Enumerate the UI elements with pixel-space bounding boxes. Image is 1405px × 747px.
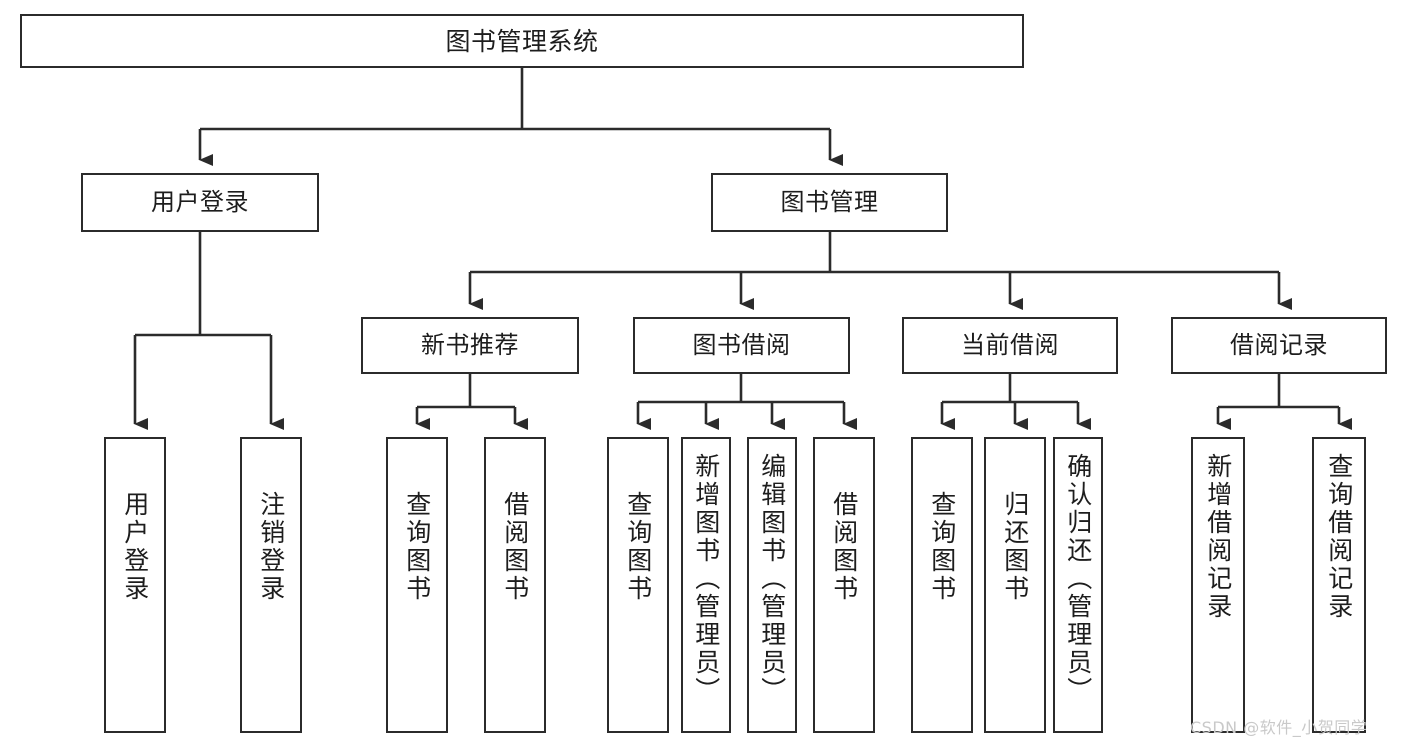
csdn-watermark: CSDN @软件_小贺同学 [1190, 718, 1368, 737]
node-book-borrow[interactable]: 图书借阅 [633, 317, 850, 374]
node-root-label: 图书管理系统 [445, 26, 599, 56]
leaf-query-book-current[interactable]: 查询图书 [911, 437, 973, 733]
leaf-query-book-current-label: 查询图书 [927, 491, 957, 603]
node-root[interactable]: 图书管理系统 [20, 14, 1024, 68]
node-book-management[interactable]: 图书管理 [711, 173, 948, 232]
leaf-user-logout[interactable]: 注销登录 [240, 437, 302, 733]
leaf-borrow-book[interactable]: 借阅图书 [813, 437, 875, 733]
leaf-user-login[interactable]: 用户登录 [104, 437, 166, 733]
leaf-query-borrow-record-label: 查询借阅记录 [1324, 453, 1354, 621]
node-book-management-label: 图书管理 [780, 187, 879, 216]
leaf-query-book-recommend[interactable]: 查询图书 [386, 437, 448, 733]
node-user-login-label: 用户登录 [151, 187, 249, 216]
node-new-book-recommend-label: 新书推荐 [421, 330, 519, 359]
leaf-add-borrow-record-label: 新增借阅记录 [1203, 453, 1233, 621]
leaf-add-borrow-record[interactable]: 新增借阅记录 [1191, 437, 1245, 733]
leaf-user-logout-label: 注销登录 [256, 491, 286, 603]
leaf-edit-book-admin[interactable]: 编辑图书（管理员） [747, 437, 797, 733]
leaf-borrow-book-recommend-label: 借阅图书 [500, 491, 530, 603]
leaf-query-book-label: 查询图书 [623, 491, 653, 603]
leaf-borrow-book-label: 借阅图书 [829, 491, 859, 603]
node-borrow-record[interactable]: 借阅记录 [1171, 317, 1387, 374]
leaf-return-book[interactable]: 归还图书 [984, 437, 1046, 733]
node-new-book-recommend[interactable]: 新书推荐 [361, 317, 579, 374]
node-user-login[interactable]: 用户登录 [81, 173, 319, 232]
node-borrow-record-label: 借阅记录 [1230, 330, 1328, 359]
leaf-confirm-return-admin-label: 确认归还（管理员） [1063, 453, 1093, 705]
leaf-query-borrow-record[interactable]: 查询借阅记录 [1312, 437, 1366, 733]
leaf-query-book[interactable]: 查询图书 [607, 437, 669, 733]
node-book-borrow-label: 图书借阅 [692, 330, 791, 359]
node-current-borrow[interactable]: 当前借阅 [902, 317, 1118, 374]
leaf-user-login-label: 用户登录 [120, 491, 150, 603]
leaf-edit-book-admin-label: 编辑图书（管理员） [757, 453, 787, 705]
leaf-add-book-admin-label: 新增图书（管理员） [691, 453, 721, 705]
node-current-borrow-label: 当前借阅 [961, 330, 1059, 359]
leaf-borrow-book-recommend[interactable]: 借阅图书 [484, 437, 546, 733]
leaf-confirm-return-admin[interactable]: 确认归还（管理员） [1053, 437, 1103, 733]
leaf-return-book-label: 归还图书 [1000, 491, 1030, 603]
leaf-query-book-recommend-label: 查询图书 [402, 491, 432, 603]
leaf-add-book-admin[interactable]: 新增图书（管理员） [681, 437, 731, 733]
